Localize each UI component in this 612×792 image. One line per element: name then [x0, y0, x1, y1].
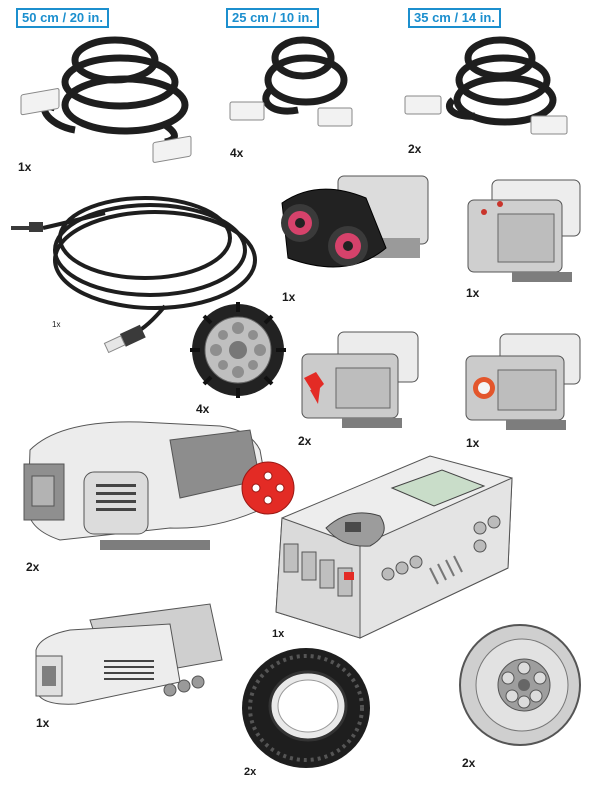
color-sensor-icon [465, 333, 581, 430]
cable-50-label: 50 cm / 20 in. [16, 8, 109, 28]
cable-25cm-icon [229, 36, 353, 127]
usb-cable-icon [11, 196, 257, 354]
qty-cable-25: 4x [230, 146, 244, 160]
large-motor-icon [23, 421, 295, 550]
qty-cable-35: 2x [408, 142, 422, 156]
qty-usb-cable: 1x [52, 320, 61, 329]
ev3-brick-icon [275, 455, 513, 639]
qty-medium-motor: 1x [36, 716, 50, 730]
touch-sensor-icon [301, 331, 419, 428]
qty-gyro-sensor: 1x [466, 286, 480, 300]
ultrasonic-sensor-icon [281, 175, 429, 268]
qty-rim: 2x [462, 756, 476, 770]
rim-icon [459, 624, 581, 746]
medium-motor-icon [35, 603, 223, 705]
qty-large-motor: 2x [26, 560, 40, 574]
qty-touch-sensor: 2x [298, 434, 312, 448]
cable-25-label: 25 cm / 10 in. [226, 8, 319, 28]
gyro-sensor-icon [467, 179, 581, 282]
qty-ultrasonic-sensor: 1x [282, 290, 296, 304]
qty-tire: 2x [244, 766, 257, 778]
cable-35cm-icon [404, 36, 568, 135]
qty-cable-50: 1x [18, 160, 32, 174]
cable-50cm-icon [20, 36, 192, 163]
qty-ball-wheel: 4x [196, 402, 210, 416]
qty-color-sensor: 1x [466, 436, 480, 450]
qty-ev3-brick: 1x [272, 628, 285, 640]
cable-35-label: 35 cm / 14 in. [408, 8, 501, 28]
ball-wheel-icon [190, 302, 286, 398]
tire-icon [242, 648, 370, 768]
